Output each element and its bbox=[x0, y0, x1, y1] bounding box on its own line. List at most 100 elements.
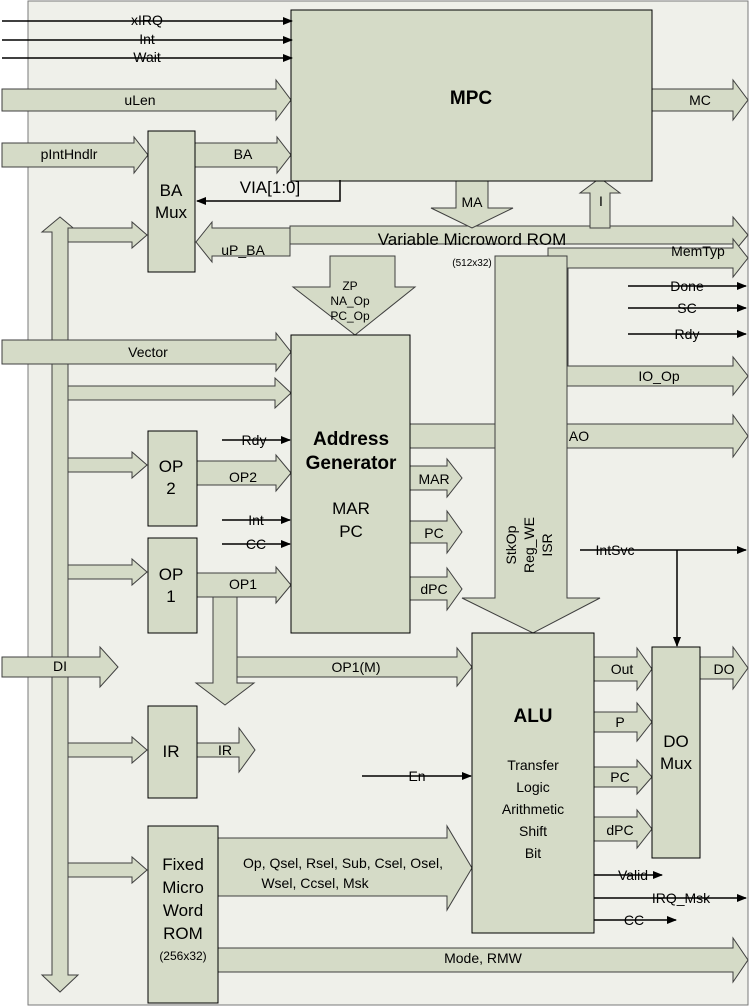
op1-bus bbox=[196, 565, 292, 605]
vector-label: Vector bbox=[128, 344, 168, 360]
mode-rmw-bus bbox=[217, 936, 749, 984]
stkop-label: StkOp bbox=[503, 525, 519, 564]
reg-we-label: Reg_WE bbox=[521, 517, 537, 573]
alu-out-bus bbox=[593, 646, 653, 692]
pc-to-do-bus bbox=[593, 758, 653, 796]
ctrl-line2-label: Wsel, Ccsel, Msk bbox=[261, 875, 369, 891]
ir-block bbox=[147, 705, 198, 799]
up-ba-bus bbox=[195, 220, 291, 264]
pinthndlr-bus bbox=[1, 135, 149, 175]
addr-reg-pc: PC bbox=[339, 522, 363, 541]
addr-gen-line1: Address bbox=[313, 429, 389, 450]
rdy-label: Rdy bbox=[675, 326, 700, 342]
di-input-bus bbox=[1, 645, 119, 689]
ba-bus bbox=[194, 135, 292, 175]
cc-out-label: CC bbox=[624, 912, 644, 928]
dpc-to-do-label: dPC bbox=[606, 822, 633, 838]
di-to-ba-mux bbox=[67, 220, 148, 250]
pc-bus bbox=[409, 509, 463, 555]
do-mux-line2: Mux bbox=[660, 754, 693, 773]
via-label: VIA[1:0] bbox=[240, 178, 300, 197]
vrom-bus bbox=[289, 215, 749, 255]
mar-label: MAR bbox=[418, 471, 449, 487]
ba-mux-block bbox=[147, 130, 196, 273]
pc-to-do-label: PC bbox=[610, 769, 629, 785]
dpc-bus bbox=[409, 566, 463, 612]
addr-reg-mar: MAR bbox=[332, 499, 370, 518]
ctrl-line1-label: Op, Qsel, Rsel, Sub, Csel, Osel, bbox=[243, 855, 443, 871]
io-op-label: IO_Op bbox=[638, 368, 679, 384]
up-ba-label: uP_BA bbox=[221, 242, 265, 258]
fixed-rom-block bbox=[147, 825, 219, 1004]
alu-func-bit: Bit bbox=[525, 845, 541, 861]
op2-line2: 2 bbox=[166, 479, 175, 498]
fixed-rom-line2: Micro bbox=[162, 878, 204, 897]
ulen-bus bbox=[1, 78, 292, 122]
via-line bbox=[196, 180, 341, 205]
ulen-label: uLen bbox=[124, 92, 155, 108]
en-label: En bbox=[408, 768, 425, 784]
ir-title: IR bbox=[163, 742, 180, 761]
ao-label: AO bbox=[569, 428, 589, 444]
alu-func-transfer: Transfer bbox=[507, 757, 559, 773]
addr-gen-line2: Generator bbox=[306, 453, 397, 474]
ba-mux-line1: BA bbox=[160, 181, 183, 200]
op1-down-bus bbox=[194, 596, 256, 706]
do-mux-line1: DO bbox=[663, 732, 689, 751]
mpc-title: MPC bbox=[450, 88, 493, 109]
zp-arrow bbox=[291, 255, 417, 336]
vector-bus bbox=[1, 331, 292, 373]
op1m-bus bbox=[236, 646, 473, 688]
alu-func-logic: Logic bbox=[516, 779, 549, 795]
xirq-label: xIRQ bbox=[131, 12, 163, 28]
di-to-op1 bbox=[67, 557, 148, 587]
di-to-addr-gen bbox=[67, 376, 292, 410]
sc-label: SC bbox=[677, 300, 696, 316]
do-bus bbox=[699, 645, 749, 691]
intsvc-label: IntSvc bbox=[596, 542, 635, 558]
i-arrow bbox=[578, 177, 622, 229]
op2-block bbox=[147, 430, 198, 527]
alu-func-arithmetic: Arithmetic bbox=[502, 801, 564, 817]
cc-in-label: CC bbox=[246, 536, 266, 552]
ir-out-bus bbox=[196, 726, 256, 774]
alu-out-label: Out bbox=[611, 661, 634, 677]
vrom-title: Variable Microword ROM bbox=[378, 230, 567, 249]
i-label: I bbox=[599, 193, 603, 209]
op2-line1: OP bbox=[159, 457, 184, 476]
alu-p-bus bbox=[593, 701, 653, 743]
di-to-op2 bbox=[67, 450, 148, 480]
mode-rmw-label: Mode, RMW bbox=[444, 950, 523, 966]
do-mux-block bbox=[651, 646, 701, 859]
memtyp-label: MemTyp bbox=[671, 243, 725, 259]
ma-arrow bbox=[430, 179, 514, 229]
done-label: Done bbox=[670, 278, 704, 294]
pc-op-label: PC_Op bbox=[330, 309, 370, 323]
alu-block bbox=[471, 632, 595, 934]
rdy-in-label: Rdy bbox=[242, 432, 267, 448]
op2-out-label: OP2 bbox=[229, 469, 257, 485]
alu-title: ALU bbox=[513, 706, 552, 727]
mar-bus bbox=[409, 457, 463, 499]
di-to-fixed-rom bbox=[67, 855, 148, 885]
dpc-to-do-bus bbox=[593, 808, 653, 850]
valid-label: Valid bbox=[618, 867, 648, 883]
mc-label: MC bbox=[689, 92, 711, 108]
irq-msk-label: IRQ_Msk bbox=[652, 890, 711, 906]
alu-func-shift: Shift bbox=[519, 823, 547, 839]
di-to-ir bbox=[67, 735, 148, 765]
op1-line2: 1 bbox=[166, 587, 175, 606]
op2-bus bbox=[196, 453, 292, 493]
address-generator-block bbox=[290, 334, 411, 634]
ir-out-label: IR bbox=[218, 742, 232, 758]
mc-bus bbox=[651, 78, 749, 122]
fixed-rom-line3: Word bbox=[163, 901, 203, 920]
pinthndlr-label: pIntHndlr bbox=[41, 146, 98, 162]
fixed-rom-line1: Fixed bbox=[162, 855, 204, 874]
fixed-rom-line4: ROM bbox=[163, 924, 203, 943]
vrom-size: (512x32) bbox=[452, 258, 491, 269]
int-label: Int bbox=[139, 31, 155, 47]
ma-label: MA bbox=[462, 194, 484, 210]
alu-ctrl-arrow bbox=[461, 255, 601, 634]
